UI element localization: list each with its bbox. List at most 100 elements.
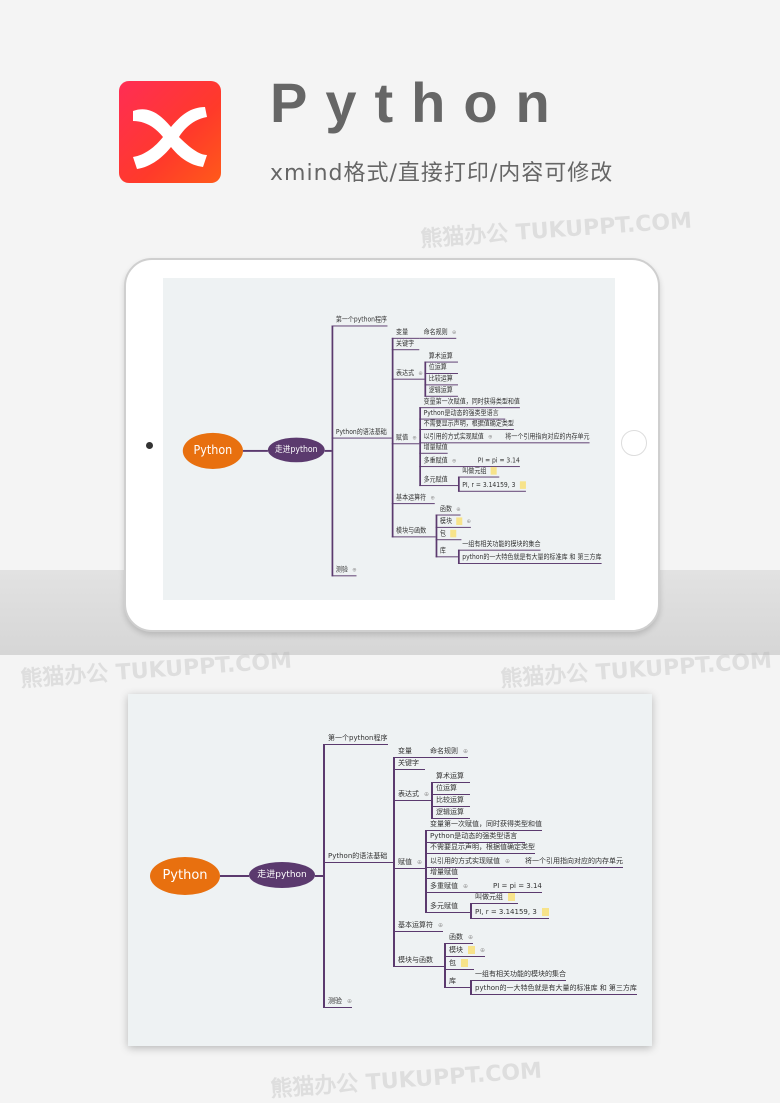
- topic-operators[interactable]: 基本运算符⊕: [391, 493, 435, 505]
- topic-assign[interactable]: 赋值⊕: [391, 433, 420, 445]
- note-icon[interactable]: [461, 959, 468, 967]
- topic-variable[interactable]: 变量: [391, 327, 420, 339]
- collapse-icon[interactable]: ⊕: [418, 370, 423, 377]
- topic-lib[interactable]: 库: [444, 976, 470, 988]
- collapse-icon[interactable]: ⊕: [424, 791, 430, 798]
- topic-lib1[interactable]: 一组有相关功能的模块的集合: [457, 539, 541, 551]
- root-node[interactable]: Python: [182, 432, 243, 469]
- topic-lib[interactable]: 库: [435, 546, 458, 558]
- topic-label: 一组有相关功能的模块的集合: [462, 540, 541, 548]
- topic-modfunc[interactable]: 模块与函数: [393, 955, 444, 967]
- topic-a7c1[interactable]: 叫做元组: [457, 466, 500, 478]
- topic-a4[interactable]: 以引用的方式实现赋值⊕: [419, 432, 501, 444]
- topic-a6[interactable]: 多重赋值⊕: [425, 881, 488, 893]
- topic-a3[interactable]: 不需要显示声明，根据值确定类型: [419, 419, 514, 430]
- collapse-icon[interactable]: ⊕: [417, 859, 423, 866]
- topic-a4c[interactable]: 将一个引用指向对应的内存单元: [500, 432, 590, 444]
- note-icon[interactable]: [450, 529, 457, 538]
- topic-a3[interactable]: 不需要显示声明，根据值确定类型: [425, 842, 535, 854]
- topic-lib2[interactable]: python的一大特色就是有大量的标准库 和 第三方库: [457, 553, 602, 564]
- topic-assign[interactable]: 赋值⊕: [393, 857, 425, 869]
- topic-lib2[interactable]: python的一大特色就是有大量的标准库 和 第三方库: [470, 983, 637, 995]
- topic-operators[interactable]: 基本运算符⊕: [393, 920, 444, 932]
- collapse-icon[interactable]: ⊕: [352, 566, 357, 574]
- topic-compare[interactable]: 比较运算: [424, 374, 458, 386]
- topic-a4c[interactable]: 将一个引用指向对应的内存单元: [520, 856, 623, 868]
- topic-naming[interactable]: 命名规则⊕: [425, 746, 469, 758]
- topic-a5[interactable]: 增量赋值: [419, 442, 448, 454]
- topic-a7[interactable]: 多元赋值: [425, 901, 470, 913]
- root-node[interactable]: Python: [150, 857, 220, 895]
- topic-module[interactable]: 模块 ⊕: [444, 945, 486, 957]
- topic-syntax[interactable]: Python的语法基础: [331, 427, 392, 439]
- topic-logic[interactable]: 逻辑运算: [424, 385, 458, 397]
- tablet-screen: Python 走进python 第一个python程序 Python的语法基础测验⊕ 变…: [163, 278, 615, 600]
- central-topic-node[interactable]: 走进python: [249, 862, 315, 888]
- collapse-icon[interactable]: ⊕: [463, 748, 469, 755]
- topic-modfunc[interactable]: 模块与函数: [391, 526, 436, 538]
- topic-logic[interactable]: 逻辑运算: [431, 807, 470, 819]
- topic-expression[interactable]: 表达式⊕: [391, 368, 425, 380]
- note-icon[interactable]: [519, 481, 526, 489]
- collapse-icon[interactable]: ⊕: [468, 934, 474, 941]
- topic-a7[interactable]: 多元赋值: [419, 475, 458, 487]
- collapse-icon[interactable]: ⊕: [505, 858, 511, 865]
- topic-package[interactable]: 包: [435, 529, 462, 541]
- topic-lib1[interactable]: 一组有相关功能的模块的集合: [470, 969, 566, 981]
- topic-bit[interactable]: 位运算: [424, 363, 458, 374]
- collapse-icon[interactable]: ⊕: [430, 494, 435, 502]
- collapse-icon[interactable]: ⊕: [451, 457, 457, 465]
- collapse-icon[interactable]: ⊕: [480, 947, 486, 954]
- topic-func[interactable]: 函数⊕: [444, 932, 474, 944]
- topic-naming[interactable]: 命名规则⊕: [419, 327, 457, 339]
- note-icon[interactable]: [490, 467, 497, 475]
- topic-bit[interactable]: 位运算: [431, 783, 470, 795]
- topic-arith[interactable]: 算术运算: [424, 351, 458, 363]
- collapse-icon[interactable]: ⊕: [463, 883, 469, 890]
- topic-a1[interactable]: 变量第一次赋值，同时获得类型和值: [419, 397, 520, 409]
- topic-label: 算术运算: [436, 772, 464, 780]
- topic-keyword[interactable]: 关键字: [391, 339, 420, 351]
- collapse-icon[interactable]: ⊕: [488, 433, 493, 441]
- note-icon[interactable]: [456, 517, 463, 525]
- collapse-icon[interactable]: ⊕: [456, 506, 461, 513]
- topic-arith[interactable]: 算术运算: [431, 771, 470, 783]
- collapse-icon[interactable]: ⊕: [466, 518, 471, 525]
- topic-first[interactable]: 第一个python程序: [323, 733, 388, 745]
- topic-first[interactable]: 第一个python程序: [331, 315, 388, 327]
- topic-label: 模块与函数: [396, 526, 427, 535]
- home-button[interactable]: [621, 430, 647, 456]
- topic-module[interactable]: 模块⊕: [435, 516, 471, 528]
- topic-a7c1[interactable]: 叫做元组: [470, 892, 518, 904]
- topic-a6[interactable]: 多重赋值⊕: [419, 456, 474, 468]
- topic-func[interactable]: 函数⊕: [435, 504, 461, 516]
- topic-a5[interactable]: 增量赋值: [425, 867, 458, 879]
- topic-label: python的一大特色就是有大量的标准库 和 第三方库: [475, 984, 637, 992]
- topic-quiz[interactable]: 测验⊕: [331, 565, 357, 577]
- topic-a2[interactable]: Python是动态的强类型语言: [425, 831, 525, 843]
- collapse-icon[interactable]: ⊕: [347, 998, 353, 1005]
- collapse-icon[interactable]: ⊕: [451, 329, 457, 336]
- topic-a7c2[interactable]: PI, r = 3.14159, 3: [470, 907, 549, 919]
- topic-variable[interactable]: 变量: [393, 746, 425, 758]
- topic-a7c2[interactable]: PI, r = 3.14159, 3: [457, 480, 526, 492]
- topic-package[interactable]: 包: [444, 958, 474, 970]
- topic-a1[interactable]: 变量第一次赋值，同时获得类型和值: [425, 819, 542, 831]
- note-icon[interactable]: [541, 908, 549, 916]
- topic-syntax[interactable]: Python的语法基础: [323, 851, 393, 863]
- topic-keyword[interactable]: 关键字: [393, 758, 425, 770]
- topic-quiz[interactable]: 测验⊕: [323, 996, 353, 1008]
- note-icon[interactable]: [508, 893, 515, 901]
- central-topic-node[interactable]: 走进python: [267, 437, 325, 463]
- topic-label: 表达式: [396, 369, 415, 377]
- note-icon[interactable]: [468, 946, 475, 954]
- collapse-icon[interactable]: ⊕: [412, 434, 417, 442]
- topic-a6c[interactable]: PI = pi = 3.14: [488, 881, 542, 893]
- topic-expression[interactable]: 表达式⊕: [393, 789, 431, 801]
- topic-compare[interactable]: 比较运算: [431, 795, 470, 807]
- topic-label: 模块: [449, 946, 463, 954]
- topic-a4[interactable]: 以引用的方式实现赋值⊕: [425, 856, 520, 868]
- topic-a2[interactable]: Python是动态的强类型语言: [419, 408, 506, 420]
- topic-a6c[interactable]: PI = pi = 3.14: [473, 456, 520, 468]
- collapse-icon[interactable]: ⊕: [438, 922, 444, 929]
